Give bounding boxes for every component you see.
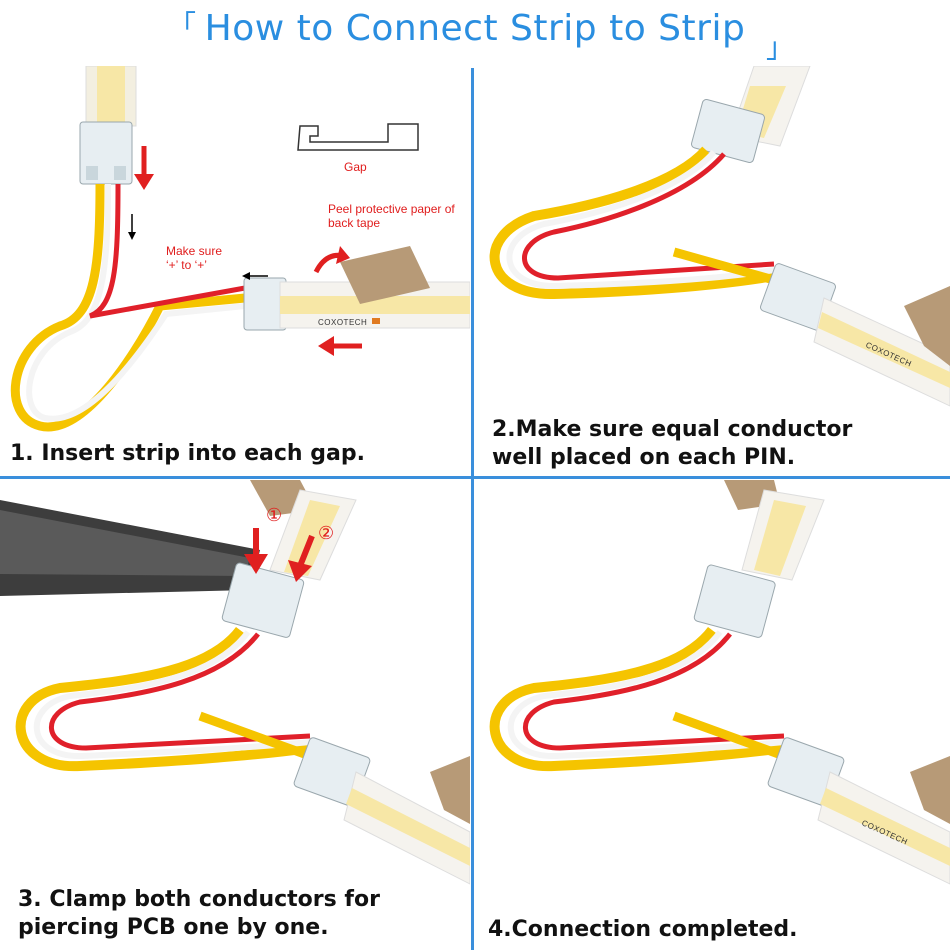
step-marker-1: ① xyxy=(266,505,283,525)
title-bracket-close: 」 xyxy=(766,31,795,64)
title-bracket-open: 「 xyxy=(168,9,197,42)
step-2-panel: COXOTECH 2.Make sure equal conductor wel… xyxy=(474,66,950,474)
horizontal-divider xyxy=(0,476,950,479)
step-3-illustration xyxy=(0,480,470,885)
step-4-caption: 4.Connection completed. xyxy=(488,917,798,942)
step-3-panel: ① ② 3. Clamp both conductors for piercin… xyxy=(0,480,470,950)
step-marker-2: ② xyxy=(318,523,335,543)
polarity-note: ‘+’ to ‘+’ xyxy=(166,258,207,272)
brand-label: COXOTECH xyxy=(318,318,368,327)
page-title: How to Connect Strip to Strip xyxy=(204,8,746,49)
step-4-panel: COXOTECH 4.Connection completed. xyxy=(474,480,950,950)
step-2-caption-line1: 2.Make sure equal conductor xyxy=(492,417,853,442)
step-3-caption-line1: 3. Clamp both conductors for xyxy=(18,887,380,912)
step-1-panel: Gap Peel protective paper of back tape M… xyxy=(0,66,470,474)
step-1-illustration xyxy=(10,66,470,432)
header: 「 How to Connect Strip to Strip 」 xyxy=(0,0,950,64)
peel-note: Peel protective paper of back tape xyxy=(328,202,455,230)
step-1-caption: 1. Insert strip into each gap. xyxy=(10,441,365,466)
step-2-caption-line2: well placed on each PIN. xyxy=(492,445,796,470)
step-2-illustration xyxy=(489,66,950,407)
step-3-caption-line2: piercing PCB one by one. xyxy=(18,915,329,940)
step-4-illustration xyxy=(489,480,950,885)
make-sure-note: Make sure xyxy=(166,244,223,258)
vertical-divider xyxy=(471,68,474,950)
gap-label: Gap xyxy=(344,160,367,174)
